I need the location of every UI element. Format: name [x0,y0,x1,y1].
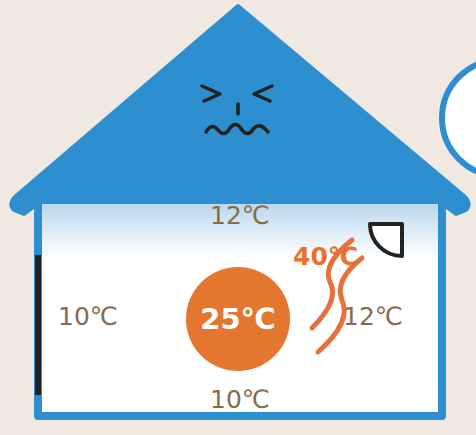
angry-face [202,86,272,134]
temperature-label: 10℃ [210,387,270,412]
temperature-label: 12℃ [210,203,270,228]
room-interior [38,190,442,416]
temperature-circle: 25℃ [186,267,290,371]
air-conditioner [370,224,402,256]
house-roof [11,6,468,214]
cut-off-badge [442,60,476,176]
temperature-label: 10℃ [58,304,118,329]
temperature-value: 25℃ [186,267,290,371]
window-edge [35,255,41,395]
temperature-label: 12℃ [343,304,403,329]
temperature-label: 40℃ [293,244,358,269]
house-walls [38,195,442,416]
